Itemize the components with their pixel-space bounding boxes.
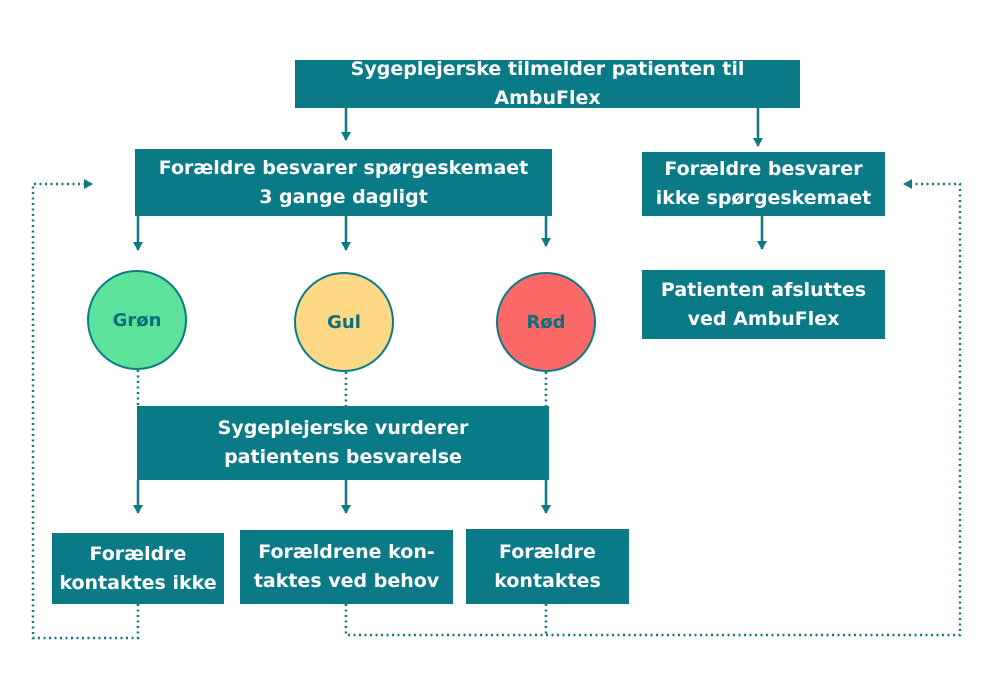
green-label: Grøn	[112, 309, 162, 331]
yellow-label: Gul	[327, 311, 361, 333]
no-contact-label: Forældre kontaktes ikke	[59, 542, 217, 594]
no-answer-box: Forældre besvarer ikke spørgeskemaet	[642, 152, 885, 216]
enroll-label: Sygeplejerske tilmelder patienten til Am…	[350, 58, 745, 109]
contact-need-label: Forældrene kon- taktes ved behov	[253, 541, 440, 592]
no-answer-label: Forældre besvarer ikke spørgeskemaet	[655, 158, 872, 209]
assess-box: Sygeplejerske vurderer patientens besvar…	[137, 406, 549, 480]
loop-nocontact-answers	[31, 179, 140, 640]
discharged-box: Patienten afsluttes ved AmbuFlex	[642, 270, 885, 339]
contacted-label: Forældre kontaktes	[494, 540, 601, 592]
red-label: Rød	[526, 311, 566, 333]
answers-box: Forældre besvarer spørgeskemaet 3 gange …	[135, 149, 552, 216]
green-circle: Grøn	[87, 270, 187, 370]
contact-need-box: Forældrene kon- taktes ved behov	[240, 530, 453, 604]
red-circle: Rød	[496, 272, 596, 372]
no-contact-box: Forældre kontaktes ikke	[52, 533, 224, 604]
assess-label: Sygeplejerske vurderer patientens besvar…	[217, 417, 469, 468]
loop-contact-noanswer	[344, 179, 962, 637]
contacted-box: Forældre kontaktes	[466, 529, 629, 604]
enroll-box: Sygeplejerske tilmelder patienten til Am…	[295, 58, 800, 109]
discharged-label: Patienten afsluttes ved AmbuFlex	[660, 278, 867, 330]
yellow-circle: Gul	[294, 272, 394, 372]
answers-label: Forældre besvarer spørgeskemaet 3 gange …	[158, 156, 529, 208]
